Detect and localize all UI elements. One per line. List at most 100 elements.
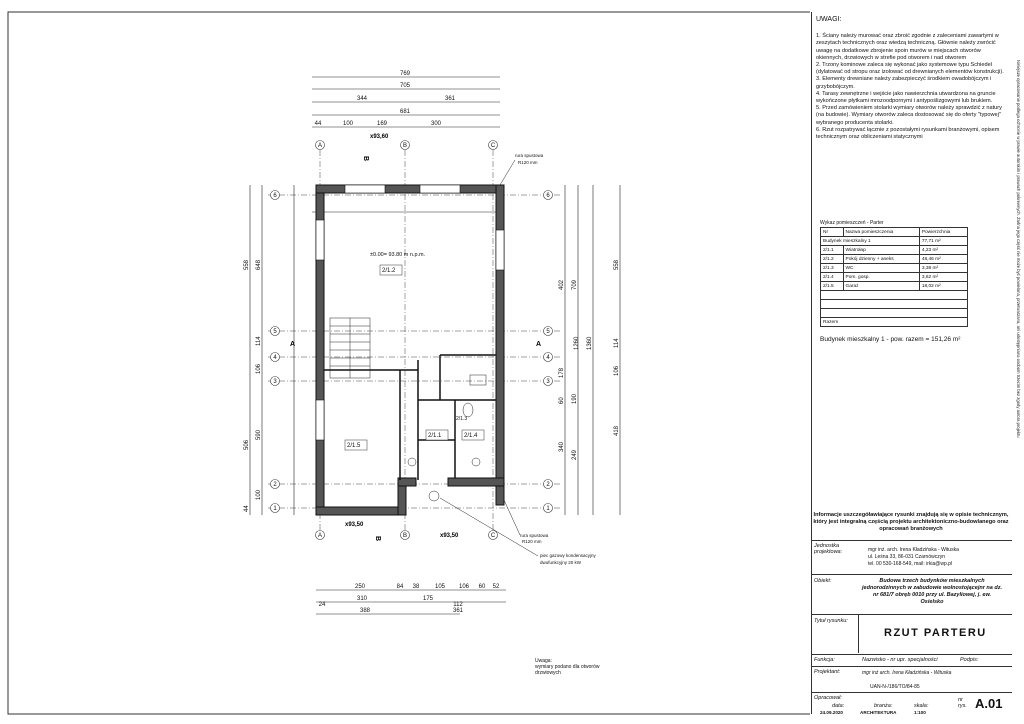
designer-name: mgr inż arch. Irena Kładzińska - Wituska <box>862 670 952 676</box>
unit-line: ul. Leśna 33, 86-031 Czarnówczyn <box>868 554 945 560</box>
dim-right-709: 709 <box>572 279 578 290</box>
building-area: 77,71 m² <box>918 236 969 246</box>
axis-1-left: 1 <box>273 506 277 512</box>
floor-plan: 769 705 344 361 681 100 169 300 44 x93,6… <box>7 11 810 715</box>
dim-705: 705 <box>400 83 411 89</box>
axis-2-right: 2 <box>546 482 550 488</box>
title-panel: UWAGI: 1. Ściany należy murować oraz zbr… <box>811 12 1012 715</box>
dim-bottom-52: 52 <box>493 584 500 590</box>
axis-2-left: 2 <box>273 482 277 488</box>
unit-line: tel. 00 530-168-549, mail: irkia@wp.pl <box>868 561 953 567</box>
footnote-line: wymiary podano dla otworów <box>535 664 600 670</box>
name-column-label: Nazwisko - nr upr. specjalności <box>862 657 938 663</box>
object-label: Obiekt: <box>814 578 832 584</box>
axis-c-bottom: C <box>491 533 496 539</box>
note-item: 2. Trzony kominowe zaleca się wykonać ja… <box>816 62 1004 76</box>
cell: Garaż <box>842 281 920 291</box>
axis-a-top: A <box>318 143 322 149</box>
cell: WC <box>842 263 920 273</box>
table-row: 2/1.4 Pom. gosp. 3,62 m² <box>820 272 969 282</box>
dim-right-60: 60 <box>559 397 565 404</box>
dim-right-249: 249 <box>572 449 578 460</box>
axis-b-bottom: B <box>403 533 407 539</box>
room-table: Nr Nazwa pomieszczenia Powierzchnia Budy… <box>820 227 969 327</box>
room-label-2-1-4: 2/1.4 <box>464 433 478 439</box>
dim-bottom-310: 310 <box>357 596 368 602</box>
dim-bottom-24: 24 <box>319 602 326 608</box>
info-text: Informacje uszczegóławiające rysunki zna… <box>813 512 1009 532</box>
table-row: Budynek mieszkalny 1 77,71 m² <box>820 236 969 246</box>
dim-bottom-175: 175 <box>423 596 434 602</box>
table-row <box>820 290 968 300</box>
boiler-note-2: dwufunkcyjny 20 kW <box>540 560 582 565</box>
sign-column-label: Podpis: <box>960 657 979 663</box>
empty-cell <box>820 308 968 318</box>
dim-left-106: 106 <box>256 363 262 374</box>
header-area: Powierzchnia <box>918 227 969 237</box>
axis-5-left: 5 <box>273 329 277 335</box>
elevation-b: x93,50 <box>345 522 364 528</box>
boiler-note-1: piec gazowy kondensacyjny <box>540 553 597 558</box>
dim-344: 344 <box>357 96 368 102</box>
cell: 48,46 m² <box>918 254 969 264</box>
scale-label: skala: <box>914 703 929 709</box>
sheet-label: nr rys. <box>958 697 967 709</box>
cell: Pom. gosp. <box>842 272 920 282</box>
axis-a-bottom: A <box>318 533 322 539</box>
designer-box: Projektant: mgr inż arch. Irena Kładzińs… <box>812 666 1012 693</box>
footer-box: Opracował: data: branża: skala: nr rys. … <box>812 692 1012 715</box>
dim-bottom-38: 38 <box>413 584 420 590</box>
axis-3-left: 3 <box>273 379 277 385</box>
section-b-bottom: B <box>374 536 381 541</box>
sheet-border <box>7 11 810 715</box>
dim-bottom-106: 106 <box>459 584 470 590</box>
cell: 2/1.3 <box>820 263 844 273</box>
notes: UWAGI: 1. Ściany należy murować oraz zbr… <box>816 16 1006 141</box>
unit-line: mgr inż. arch. Irena Kładzińska - Witusk… <box>868 547 959 553</box>
dim-bottom-84: 84 <box>397 584 404 590</box>
function-header: Funkcja: Nazwisko - nr upr. specjalności… <box>812 654 1012 667</box>
footnote-line: drzwiowych <box>535 670 561 676</box>
header-name: Nazwa pomieszczenia <box>842 227 920 237</box>
designer-licence: UAN-N-/186/TO/84-85 <box>870 684 920 690</box>
footnote: Uwaga: wymiary podano dla otworów drzwio… <box>535 658 599 676</box>
table-row: 2/1.1 Wiatrołap 4,23 m² <box>820 245 969 255</box>
dim-bottom-361: 361 <box>453 608 464 614</box>
section-a-left: A <box>290 341 295 348</box>
dim-100: 100 <box>343 121 354 127</box>
note-item: 3. Elementy drewniane należy zabezpieczy… <box>816 76 992 90</box>
dim-left-114: 114 <box>256 336 262 346</box>
dim-left-558: 558 <box>244 259 250 270</box>
building-name: Budynek mieszkalny 1 <box>820 236 920 246</box>
date-label: data: <box>832 703 845 709</box>
axis-c-top: C <box>491 143 496 149</box>
drainpipe-note-bottom-2: R120 mm <box>522 539 542 544</box>
drainpipe-note-top-1: rura spustowa <box>515 153 544 158</box>
note-item: 4. Tarasy zewnętrzne i wejście jako nawi… <box>816 90 996 105</box>
prepared-label: Opracował: <box>814 695 842 701</box>
cell: 2/1.1 <box>820 245 844 255</box>
cell: Pokój dzienny + aneks <box>842 254 920 264</box>
dim-left-100: 100 <box>256 489 262 500</box>
branch-label: branża: <box>874 703 893 709</box>
function-label: Funkcja: <box>814 657 835 663</box>
title-box: Tytuł rysunku: RZUT PARTERU <box>812 614 1012 655</box>
dim-681: 681 <box>400 109 411 115</box>
table-total-row: Razem <box>820 317 968 327</box>
drawing-title: RZUT PARTERU <box>884 627 987 639</box>
note-item: 1. Ściany należy murować oraz zbroić zgo… <box>816 33 999 61</box>
dim-right-402: 402 <box>559 279 565 290</box>
elevation-c: x93,50 <box>440 533 459 539</box>
level-label: ±0.00= 93.80 m n.p.m. <box>370 252 426 258</box>
drainpipe-note-bottom-1: rura spustowa <box>520 533 549 538</box>
dim-right-1360: 1360 <box>587 336 593 350</box>
header-nr: Nr <box>820 227 844 237</box>
dim-right-558: 558 <box>614 259 620 270</box>
cell: 18,02 m² <box>918 281 969 291</box>
dim-169: 169 <box>377 121 388 127</box>
dim-right-418: 418 <box>614 425 620 436</box>
empty-cell <box>820 290 968 300</box>
staircase <box>329 317 371 379</box>
area-summary: Budynek mieszkalny 1 - pow. razem = 151,… <box>820 336 961 343</box>
